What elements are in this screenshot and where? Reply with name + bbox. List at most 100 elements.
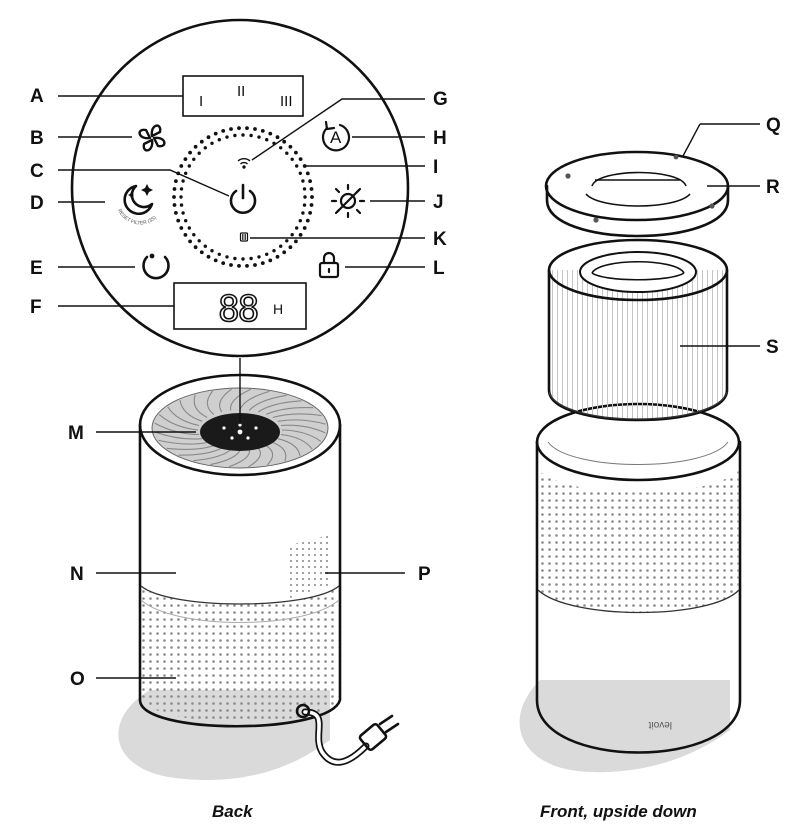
grille-vane: [272, 413, 322, 419]
ring-dot: [249, 256, 253, 261]
label-i: I: [433, 157, 438, 178]
speed-3-mark: III: [280, 93, 293, 110]
grille-vane: [219, 388, 232, 413]
ring-dot: [176, 218, 181, 223]
ring-dot: [199, 250, 204, 255]
label-s: S: [766, 337, 779, 358]
grille-vane: [210, 449, 241, 466]
ring-dot: [268, 131, 273, 136]
ring-dot: [308, 211, 312, 215]
timer-icon: [142, 253, 170, 280]
ring-dot: [253, 127, 257, 131]
grille-vane: [257, 400, 302, 413]
ring-dot: [193, 144, 198, 149]
ring-dot: [197, 239, 201, 243]
grille-vane: [248, 447, 261, 468]
ring-dot: [192, 233, 196, 237]
ring-dot: [233, 133, 237, 138]
ring-dot: [193, 245, 198, 250]
wifi-icon: [237, 158, 251, 169]
power-icon: [229, 183, 257, 214]
grille-vane: [280, 424, 326, 434]
ring-dot: [229, 263, 233, 267]
ring-dot: [294, 150, 298, 155]
fan-icon: [138, 124, 166, 152]
ring-dot: [257, 135, 261, 139]
ring-dot: [197, 151, 201, 155]
ring-dot: [282, 139, 287, 144]
back-unit: [118, 373, 400, 781]
ring-dot: [290, 157, 294, 161]
ring-dot: [179, 164, 184, 168]
ring-dot: [302, 226, 307, 230]
grille-vane: [239, 390, 270, 411]
ring-dot: [310, 195, 314, 199]
ring-dot: [183, 233, 188, 237]
ring-dot: [184, 171, 188, 175]
label-n: N: [70, 564, 84, 585]
ring-dot: [179, 226, 184, 230]
body-left: [138, 423, 342, 728]
top-vanes: [154, 388, 326, 468]
ring-dot: [217, 252, 221, 256]
label-q: Q: [766, 115, 781, 136]
ring-dot: [288, 144, 293, 149]
ring-dot: [184, 219, 188, 223]
reset-filter-text: RESET FILTER (3S): [116, 208, 158, 226]
grille-vane: [277, 419, 326, 425]
timer-digits: 88: [218, 289, 258, 330]
ring-dot: [282, 250, 287, 255]
ring-dot: [295, 164, 299, 168]
ring-dot: [285, 151, 289, 155]
label-c: C: [30, 161, 44, 182]
label-m: M: [68, 423, 84, 444]
sleep-mode-icon: RESET FILTER (3S): [116, 184, 158, 226]
ring-dot: [308, 179, 312, 184]
ring-dot: [305, 171, 310, 176]
filter-top: [547, 238, 729, 302]
upper-grille-right: [538, 470, 739, 613]
ring-dot: [172, 203, 177, 207]
ring-dot: [294, 239, 298, 244]
ring-dot: [221, 261, 226, 265]
ring-dot: [217, 138, 221, 142]
ring-dot: [199, 139, 204, 144]
ring-dot: [183, 157, 188, 162]
ring-dot: [179, 203, 184, 207]
ring-dot: [279, 244, 283, 248]
label-e: E: [30, 258, 43, 279]
label-l: L: [433, 258, 445, 279]
ring-dot: [303, 195, 307, 199]
label-p: P: [418, 564, 431, 585]
cover-screw-holes: [565, 154, 715, 223]
auto-mode-icon: A: [321, 120, 351, 152]
leader-lines: [58, 95, 425, 679]
fan-speed-indicator: [182, 75, 304, 117]
ring-dot: [241, 257, 245, 261]
grille-vane: [229, 449, 251, 468]
ring-dot: [257, 255, 261, 259]
ring-dot: [203, 146, 207, 150]
grille-vane: [280, 433, 313, 450]
ring-dot: [285, 239, 289, 243]
grille-vane: [206, 390, 215, 415]
ring-dot: [187, 164, 191, 168]
callout-letters: A B C D E F G H I J K L M N O P Q R S: [30, 86, 781, 690]
grille-vane: [166, 445, 214, 450]
ring-dot: [275, 135, 280, 140]
ring-dot: [172, 187, 177, 191]
label-h: H: [433, 128, 447, 149]
grille-vane: [167, 406, 200, 427]
ring-dot: [203, 244, 207, 248]
ring-dot: [210, 141, 214, 145]
grille-vane: [272, 441, 287, 462]
ring-dot: [260, 261, 265, 265]
ring-dot: [265, 252, 269, 256]
ring-dot: [206, 135, 211, 140]
ring-dot: [174, 211, 178, 215]
ring-dot: [245, 264, 249, 268]
ring-dot: [188, 239, 193, 244]
ring-dot: [309, 203, 314, 207]
brand-mark: levoit: [648, 719, 672, 730]
ring-dot: [172, 195, 176, 199]
